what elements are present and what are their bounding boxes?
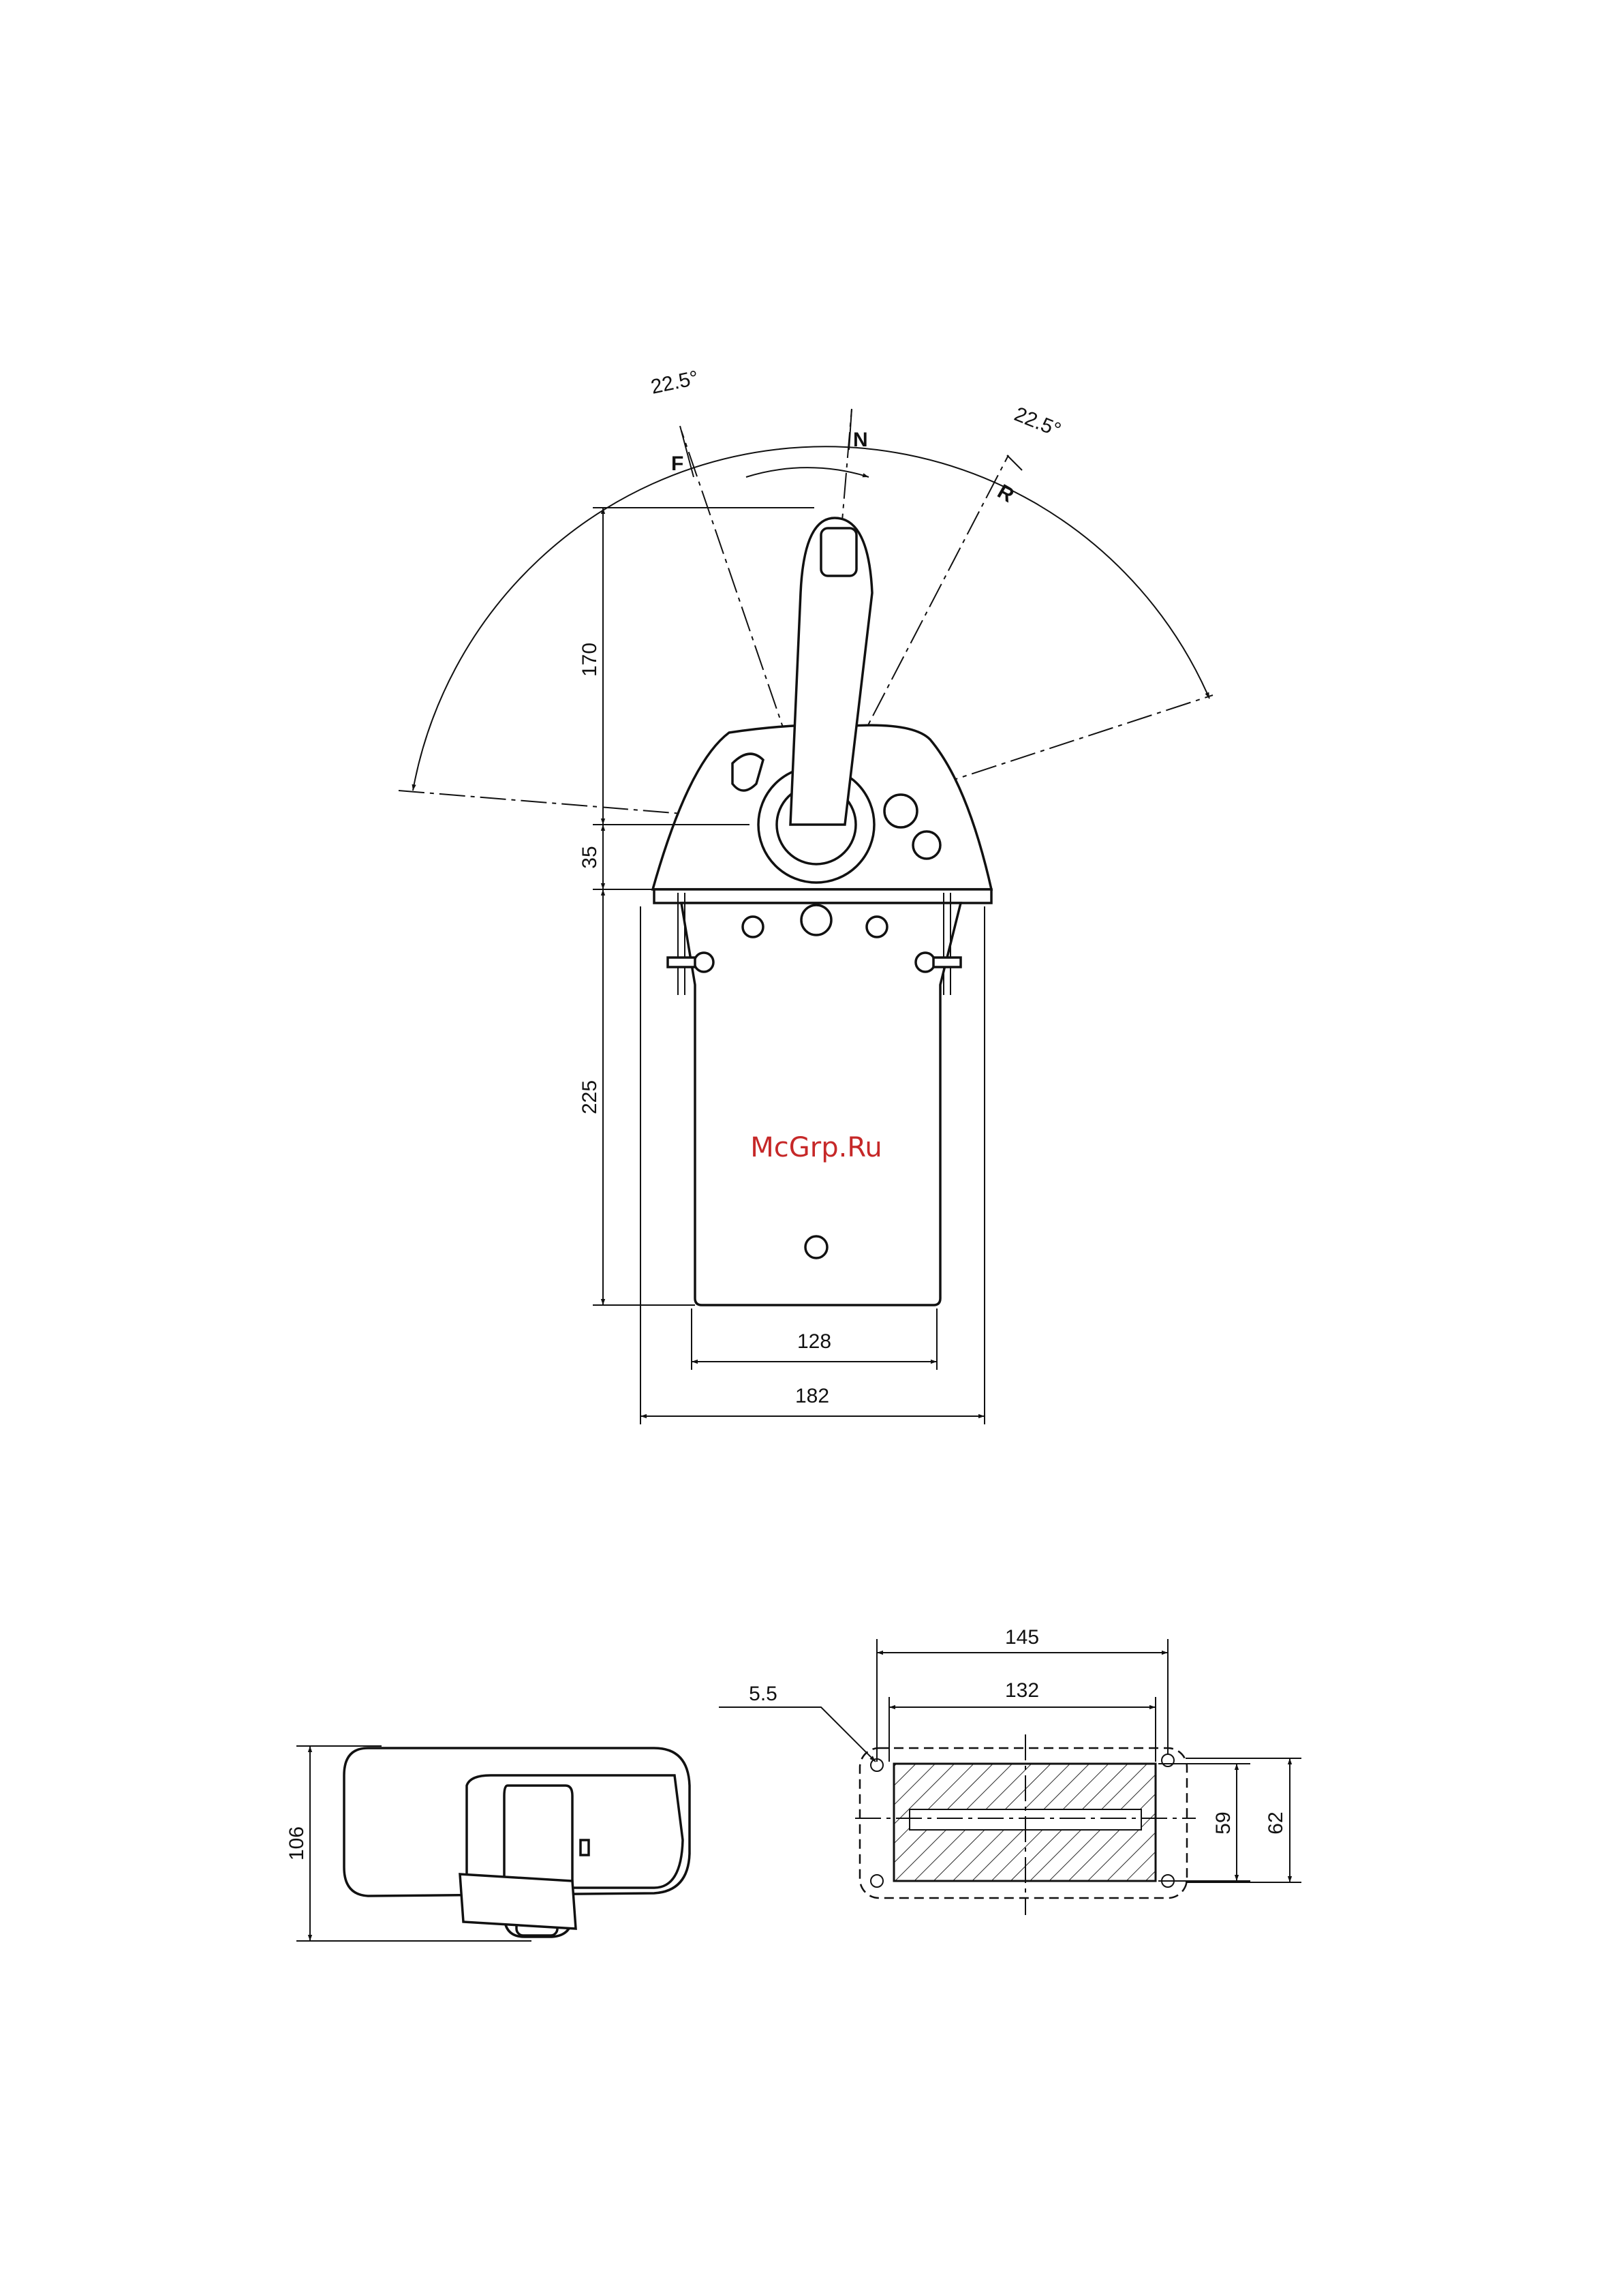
neutral-tick — [849, 409, 852, 450]
mount-hole-bottom-left — [871, 1875, 883, 1887]
boss-right — [884, 795, 917, 827]
side-lever-base — [467, 1775, 683, 1888]
boss-right-small — [913, 831, 940, 859]
dim-106-label: 106 — [285, 1826, 308, 1861]
reverse-tick — [1007, 455, 1022, 470]
bolt-centre — [801, 905, 831, 935]
stud-left-nut — [668, 958, 695, 967]
dim-5-5-label: 5.5 — [749, 1683, 777, 1705]
dim-35-label: 35 — [578, 846, 601, 868]
dim-225-label: 225 — [578, 1080, 601, 1114]
side-lever-window — [581, 1840, 589, 1855]
neutral-position-label: N — [853, 429, 868, 451]
side-bolt-right — [916, 953, 935, 972]
angle-reverse-label: 22.5° — [1011, 403, 1064, 442]
leader-5-5 — [719, 1707, 876, 1762]
cutout-view: 145 132 5.5 59 62 — [719, 1626, 1301, 1915]
dim-145-label: 145 — [1005, 1626, 1039, 1649]
mount-hole-top-right — [1162, 1754, 1174, 1766]
small-arc — [746, 468, 869, 477]
front-view: 22.5° 22.5° F N R 170 35 225 128 182 — [399, 367, 1213, 1424]
watermark: McGrp.Ru — [750, 1132, 882, 1163]
dim-62-label: 62 — [1265, 1811, 1287, 1834]
side-lever-arm — [460, 1874, 576, 1929]
bolt-right — [867, 917, 887, 937]
mounting-plate — [654, 889, 991, 903]
lever-grip — [821, 528, 856, 576]
side-bolt-left — [694, 953, 713, 972]
dim-182-label: 182 — [795, 1385, 829, 1407]
dim-170-label: 170 — [578, 643, 601, 677]
dim-132-label: 132 — [1005, 1679, 1039, 1702]
dim-128-label: 128 — [797, 1330, 831, 1353]
side-view: 106 — [285, 1746, 690, 1941]
angle-forward-label: 22.5° — [649, 367, 700, 399]
dim-59-label: 59 — [1212, 1811, 1235, 1834]
bolt-left — [743, 917, 763, 937]
forward-position-label: F — [671, 453, 683, 475]
stud-right-nut — [933, 958, 961, 967]
bolt-bottom — [805, 1236, 827, 1258]
